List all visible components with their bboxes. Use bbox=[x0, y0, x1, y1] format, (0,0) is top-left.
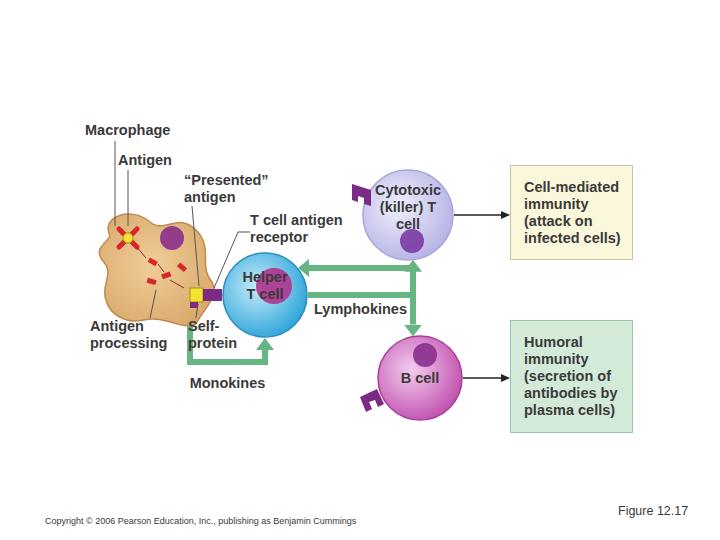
edge-label: Monokines bbox=[163, 375, 293, 392]
node-text-group: Cell-mediated immunity (attack on infect… bbox=[511, 166, 632, 259]
cell-nucleus bbox=[160, 226, 184, 250]
lymphokine-loop bbox=[309, 268, 413, 295]
outcome-box: Cell-mediated immunity (attack on infect… bbox=[510, 165, 633, 260]
processing-arrow bbox=[136, 246, 146, 258]
cell-label: Cytotoxic (killer) T cell bbox=[370, 182, 446, 233]
antigen-arm bbox=[119, 229, 137, 247]
node-text-group: Helper T cell bbox=[222, 252, 308, 338]
callout-label: “Presented” antigen bbox=[184, 172, 276, 206]
node-text-group: B cell bbox=[377, 335, 463, 421]
b-cell-receptor bbox=[360, 389, 384, 412]
callout-label: Antigen processing bbox=[90, 318, 182, 352]
processing-arrow bbox=[170, 280, 184, 288]
node-text-group: Macrophage bbox=[85, 122, 170, 139]
antigen-fragment bbox=[147, 278, 157, 285]
cell-outline bbox=[92, 208, 217, 326]
leader-line bbox=[150, 290, 156, 318]
cell-membrane bbox=[99, 214, 214, 326]
node-text-group: Humoral immunity (secretion of antibodie… bbox=[511, 321, 632, 432]
antigen-fragment bbox=[161, 271, 171, 279]
cytotoxic-t-cell: Cytotoxic (killer) T cell bbox=[362, 169, 454, 261]
presented-antigen bbox=[190, 288, 203, 302]
cell-nucleus bbox=[413, 343, 437, 367]
macrophage-cell: Macrophage bbox=[92, 208, 217, 326]
cell-label: Helper T cell bbox=[238, 269, 292, 303]
self-protein-marker bbox=[190, 302, 198, 308]
result-arrow bbox=[463, 377, 501, 379]
b-cell: B cell bbox=[377, 335, 463, 421]
antigen-core bbox=[123, 233, 133, 243]
cell-membrane bbox=[363, 170, 453, 260]
antigen-fragment bbox=[177, 262, 187, 272]
t-cell-receptor bbox=[203, 289, 222, 301]
leader-line bbox=[192, 206, 199, 286]
cell-nucleus bbox=[400, 229, 424, 253]
outcome-text: Cell-mediated immunity (attack on infect… bbox=[524, 179, 630, 247]
leader-line bbox=[115, 141, 116, 226]
leader-line bbox=[128, 170, 129, 226]
callout-label: Antigen bbox=[118, 152, 172, 169]
result-arrow bbox=[454, 214, 501, 216]
cell-label: Macrophage bbox=[85, 122, 170, 139]
leader-line bbox=[214, 232, 250, 288]
leader-line bbox=[196, 304, 198, 318]
edge-label: Lymphokines bbox=[296, 301, 426, 318]
cytotoxic-receptor bbox=[352, 184, 371, 206]
cell-label: B cell bbox=[385, 370, 455, 387]
callout-label: Self-protein bbox=[188, 318, 244, 352]
cell-membrane bbox=[378, 336, 462, 420]
node-text-group: Cytotoxic (killer) T cell bbox=[362, 169, 454, 261]
processing-arrow bbox=[158, 264, 164, 272]
antigen-fragment bbox=[148, 257, 158, 266]
callout-label: T cell antigen receptor bbox=[250, 212, 362, 246]
copyright-note: Copyright © 2006 Pearson Education, Inc.… bbox=[45, 516, 356, 527]
outcome-box: Humoral immunity (secretion of antibodie… bbox=[510, 320, 633, 433]
cytokine-arrow bbox=[308, 272, 413, 295]
cell-membrane bbox=[223, 253, 307, 337]
antigen-arm bbox=[119, 229, 137, 247]
figure-number: Figure 12.17 bbox=[618, 504, 688, 519]
outcome-text: Humoral immunity (secretion of antibodie… bbox=[524, 334, 630, 419]
helper-t-cell: Helper T cell bbox=[222, 252, 308, 338]
